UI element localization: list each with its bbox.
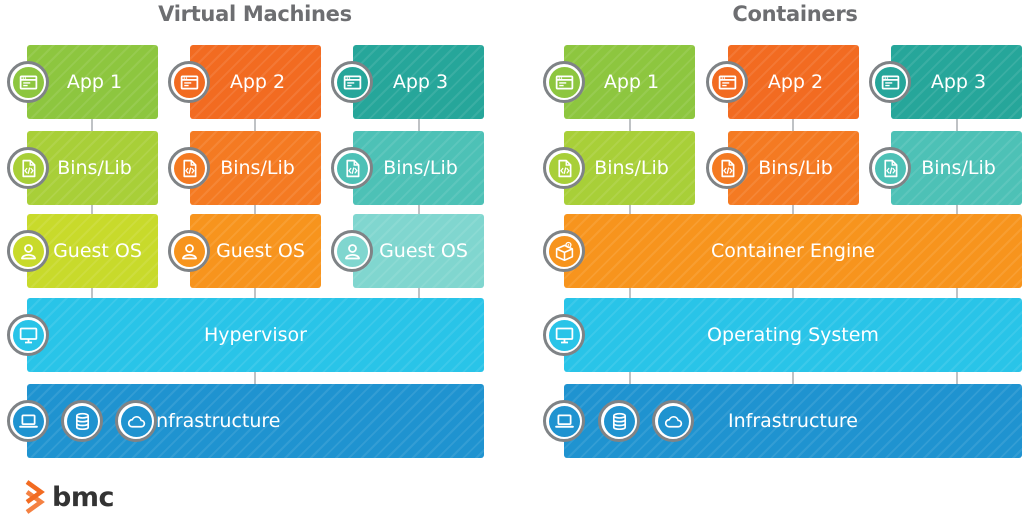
- vm-guest-os-2-user-icon: [168, 230, 210, 272]
- vm-guest-os-3-user-icon: [331, 230, 373, 272]
- vm-app-1-window-icon: [7, 61, 49, 103]
- ct-app-1-window-icon: [543, 61, 585, 103]
- bmc-logo: bmc: [24, 480, 114, 514]
- vm-app-1-label: App 1: [66, 71, 123, 93]
- vm-bins-2: Bins/Lib: [190, 131, 321, 205]
- bmc-logo-text: bmc: [52, 481, 114, 513]
- ct-operating-system: Operating System: [564, 298, 1022, 372]
- vm-app-2-window-icon: [168, 61, 210, 103]
- ct-bins-2-label: Bins/Lib: [758, 157, 833, 179]
- ct-engine-container-box-icon: [543, 230, 585, 272]
- ct-app-3: App 3: [891, 45, 1022, 119]
- vm-guest-os-1-user-icon: [7, 230, 49, 272]
- ct-app-2-window-icon: [706, 61, 748, 103]
- vm-infrastructure-label: Infrastructure: [150, 410, 281, 432]
- vm-app-2-label: App 2: [229, 71, 286, 93]
- vm-guest-os-2: Guest OS: [190, 214, 321, 288]
- vm-infra-cloud-icon: [115, 400, 157, 442]
- vm-bins-3: Bins/Lib: [353, 131, 484, 205]
- ct-container-engine: Container Engine: [564, 214, 1022, 288]
- ct-container-engine-label: Container Engine: [710, 240, 875, 262]
- ct-operating-system-label: Operating System: [707, 324, 879, 346]
- vm-guest-os-1-label: Guest OS: [53, 240, 142, 262]
- vm-infrastructure: Infrastructure: [27, 384, 484, 458]
- vm-app-2: App 2: [190, 45, 321, 119]
- containers-title: Containers: [732, 2, 858, 26]
- ct-bins-1: Bins/Lib: [564, 131, 695, 205]
- ct-os-monitor-icon: [543, 314, 585, 356]
- vm-bins-1-label: Bins/Lib: [57, 157, 132, 179]
- vm-title: Virtual Machines: [158, 2, 352, 26]
- ct-bins-1-code-file-icon: [543, 147, 585, 189]
- vm-bins-2-code-file-icon: [168, 147, 210, 189]
- vm-hypervisor-label: Hypervisor: [204, 324, 307, 346]
- ct-bins-3: Bins/Lib: [891, 131, 1022, 205]
- vm-bins-3-label: Bins/Lib: [383, 157, 458, 179]
- ct-app-1: App 1: [564, 45, 695, 119]
- vm-guest-os-3: Guest OS: [353, 214, 484, 288]
- vm-infra-laptop-icon: [7, 400, 49, 442]
- ct-infra-cloud-icon: [652, 400, 694, 442]
- ct-bins-2: Bins/Lib: [728, 131, 859, 205]
- vm-hypervisor-monitor-icon: [7, 314, 49, 356]
- ct-app-2: App 2: [728, 45, 859, 119]
- vm-app-3-label: App 3: [392, 71, 449, 93]
- ct-bins-3-label: Bins/Lib: [921, 157, 996, 179]
- ct-infrastructure: Infrastructure: [564, 384, 1022, 458]
- ct-app-3-window-icon: [869, 61, 911, 103]
- bmc-chevron-icon: [25, 480, 45, 514]
- vm-infra-database-icon: [61, 400, 103, 442]
- ct-infra-laptop-icon: [543, 400, 585, 442]
- vm-guest-os-3-label: Guest OS: [379, 240, 468, 262]
- vm-bins-1-code-file-icon: [7, 147, 49, 189]
- ct-app-3-label: App 3: [930, 71, 987, 93]
- vm-hypervisor: Hypervisor: [27, 298, 484, 372]
- ct-bins-2-code-file-icon: [706, 147, 748, 189]
- vm-guest-os-2-label: Guest OS: [216, 240, 305, 262]
- vm-app-3: App 3: [353, 45, 484, 119]
- ct-bins-3-code-file-icon: [869, 147, 911, 189]
- vm-bins-3-code-file-icon: [331, 147, 373, 189]
- vm-app-3-window-icon: [331, 61, 373, 103]
- ct-bins-1-label: Bins/Lib: [594, 157, 669, 179]
- ct-app-1-label: App 1: [603, 71, 660, 93]
- ct-infra-database-icon: [598, 400, 640, 442]
- vm-bins-2-label: Bins/Lib: [220, 157, 295, 179]
- ct-infrastructure-label: Infrastructure: [727, 410, 858, 432]
- ct-app-2-label: App 2: [767, 71, 824, 93]
